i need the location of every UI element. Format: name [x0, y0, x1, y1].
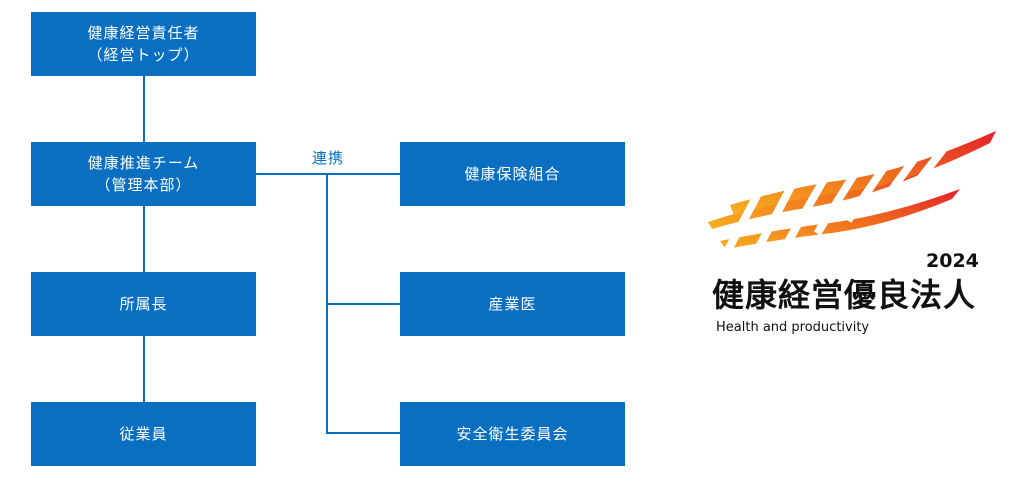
connector-team-partners	[256, 173, 400, 175]
partner-label: 産業医	[488, 295, 537, 313]
partner-label: 安全衛生委員会	[456, 425, 569, 443]
connector-to-committee	[326, 432, 400, 434]
logo-year: 2024	[926, 250, 979, 272]
employees-box: 従業員	[31, 402, 256, 466]
promo-team-subtitle: （管理本部）	[95, 176, 192, 194]
ribbon-band-3	[720, 189, 960, 249]
ribbon-group	[708, 127, 996, 253]
ceo-subtitle: （経営トップ）	[87, 46, 200, 64]
ceo-box: 健康経営責任者 （経営トップ）	[31, 12, 256, 76]
connector-to-doctor	[326, 303, 400, 305]
logo-subtitle: Health and productivity	[716, 320, 870, 335]
promo-team-box: 健康推進チーム （管理本部）	[31, 142, 256, 206]
connector-head-employees	[143, 336, 145, 402]
partner-box-safety-committee: 安全衛生委員会	[400, 402, 625, 466]
ribbon-band-2	[730, 131, 996, 215]
logo-title: 健康経営優良法人	[712, 276, 977, 314]
dept-head-box: 所属長	[31, 272, 256, 336]
employees-label: 従業員	[119, 425, 168, 443]
connector-ceo-team	[143, 76, 145, 142]
partner-box-health-insurance: 健康保険組合	[400, 142, 625, 206]
link-label: 連携	[312, 149, 345, 167]
dept-head-label: 所属長	[119, 295, 168, 313]
ribbon-band-1	[708, 155, 946, 229]
partner-label: 健康保険組合	[464, 165, 561, 183]
partner-box-industrial-doctor: 産業医	[400, 272, 625, 336]
connector-team-head	[143, 206, 145, 272]
ceo-title: 健康経営責任者	[87, 24, 200, 42]
health-certification-logo-icon	[708, 127, 996, 253]
promo-team-title: 健康推進チーム	[87, 154, 200, 172]
